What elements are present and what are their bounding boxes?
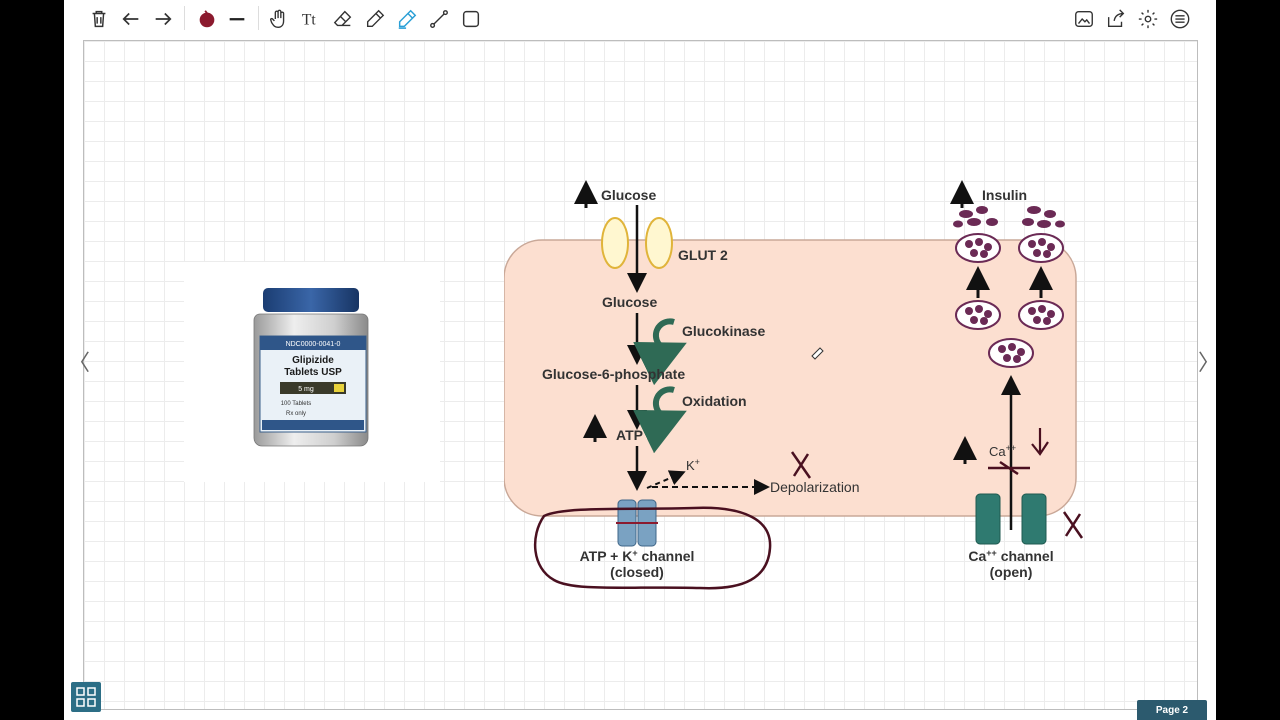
insulin-vesicles: [955, 233, 1064, 368]
settings-gear-icon[interactable]: [1135, 6, 1161, 32]
katp-channel-icon: [616, 499, 658, 547]
color-swatch-icon[interactable]: [194, 6, 220, 32]
released-insulin-granules: [953, 206, 1065, 228]
glucose-top-label: Glucose: [601, 187, 656, 203]
calcium-channel-label: Ca++ channel: [968, 548, 1053, 564]
bottle-count: 100 Tablets: [281, 401, 312, 407]
glut2-transporter-left: [601, 217, 629, 269]
next-page-arrow[interactable]: 〉: [1198, 345, 1216, 377]
connector-line-icon[interactable]: [426, 6, 452, 32]
calcium-ion-label: Ca++: [989, 443, 1016, 459]
line-width-icon[interactable]: [224, 6, 250, 32]
bottle-rx: Rx only: [286, 411, 306, 417]
katp-channel-circle-annotation: [533, 506, 772, 590]
highlighter-icon[interactable]: [394, 6, 420, 32]
insulin-secretion-diagram[interactable]: Glucose GLUT 2 Glucose Glucokinase Gluco…: [504, 180, 1104, 600]
pen-cursor-icon: [811, 347, 824, 360]
katp-channel-label: ATP + K+ channel: [580, 548, 695, 564]
prev-page-arrow[interactable]: 〈: [68, 351, 91, 376]
text-tool-icon[interactable]: Tt: [298, 6, 324, 32]
bottle-dose: 5 mg: [298, 386, 314, 393]
grid-icon: [76, 687, 96, 707]
eraser-icon[interactable]: [330, 6, 356, 32]
oxidation-curved-arrow-icon: [633, 386, 687, 454]
oxidation-label: Oxidation: [682, 393, 747, 409]
glucokinase-curved-arrow-icon: [633, 318, 687, 386]
delete-page-icon[interactable]: [86, 6, 112, 32]
insulin-label: Insulin: [982, 187, 1027, 203]
shape-rectangle-icon[interactable]: [458, 6, 484, 32]
calcium-cross-out-annotation: [988, 460, 1030, 476]
menu-icon[interactable]: [1167, 6, 1193, 32]
svg-text:Tt: Tt: [302, 12, 317, 29]
k-ion-label: K+: [686, 457, 700, 473]
page-indicator[interactable]: Page 2: [1137, 700, 1207, 720]
depolarization-label: Depolarization: [770, 479, 860, 495]
hand-pan-icon[interactable]: [266, 6, 292, 32]
glucokinase-label: Glucokinase: [682, 323, 765, 339]
k-efflux-dashed-arrow: [646, 470, 686, 489]
toolbar: Tt: [64, 0, 1216, 38]
redo-icon[interactable]: [150, 6, 176, 32]
katp-channel-state: (closed): [610, 564, 664, 580]
glut2-transporter-right: [645, 217, 673, 269]
bottle-ndc: NDC0000-0041-0: [286, 341, 341, 348]
calcium-down-arrow-annotation: [1031, 428, 1049, 456]
pencil-icon[interactable]: [362, 6, 388, 32]
share-export-icon[interactable]: [1103, 6, 1129, 32]
calcium-channel-state: (open): [990, 564, 1033, 580]
bottle-drug-form: Tablets USP: [284, 367, 342, 378]
glucose-6-phosphate-label: Glucose-6-phosphate: [542, 366, 685, 382]
undo-icon[interactable]: [118, 6, 144, 32]
atp-label: ATP: [616, 427, 643, 443]
drawing-canvas[interactable]: [83, 40, 1198, 710]
page-grid-button[interactable]: [71, 682, 101, 712]
calcium-channel-cross-out-annotation: [1062, 511, 1084, 539]
calcium-channel-icon: [975, 493, 1047, 545]
glucose-inner-label: Glucose: [602, 294, 657, 310]
insert-image-icon[interactable]: [1071, 6, 1097, 32]
whiteboard-app: Tt 〈 〉: [64, 0, 1216, 720]
glut2-label: GLUT 2: [678, 247, 728, 263]
pill-bottle-image[interactable]: NDC0000-0041-0 Glipizide Tablets USP 5 m…: [184, 262, 440, 482]
bottle-drug-name: Glipizide: [292, 355, 334, 366]
depolarization-cross-out-annotation: [790, 451, 812, 479]
